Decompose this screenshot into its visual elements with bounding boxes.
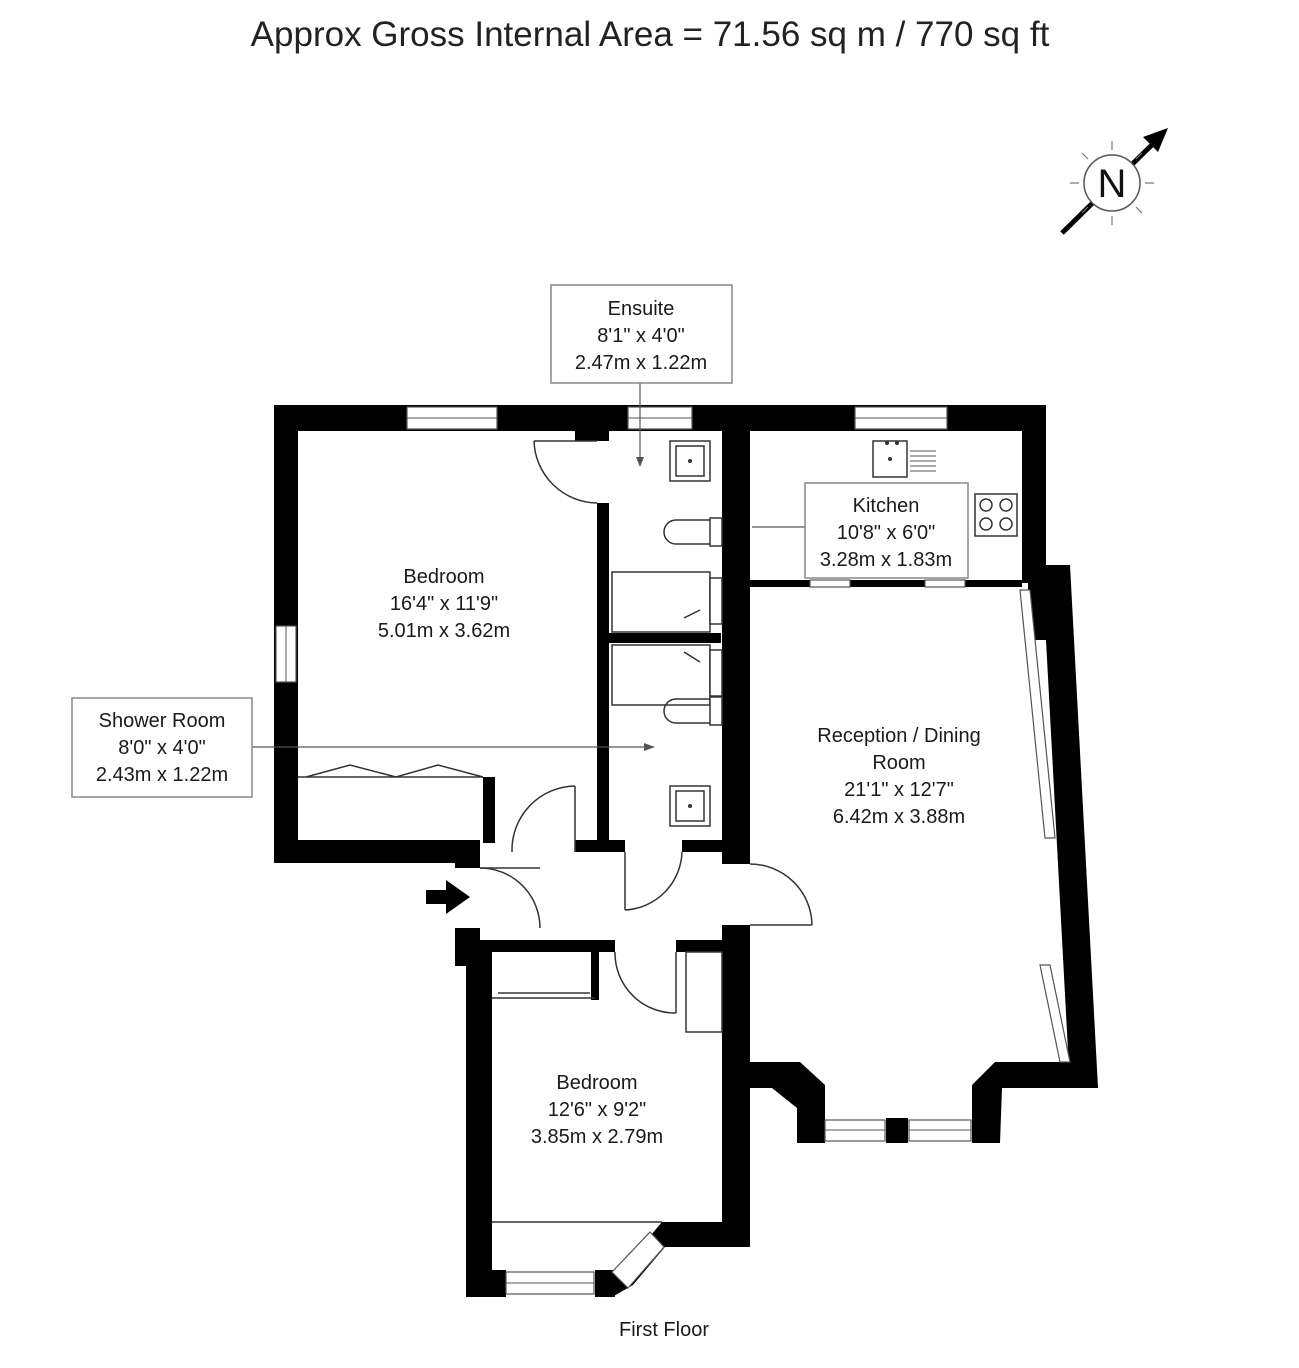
svg-text:Shower Room: Shower Room [99, 710, 226, 732]
svg-text:5.01m x 3.62m: 5.01m x 3.62m [378, 620, 510, 642]
svg-text:3.28m x 1.83m: 3.28m x 1.83m [820, 549, 952, 571]
svg-text:12'6" x 9'2": 12'6" x 9'2" [548, 1099, 647, 1121]
svg-text:2.43m x 1.22m: 2.43m x 1.22m [96, 764, 228, 786]
svg-text:8'1" x 4'0": 8'1" x 4'0" [597, 325, 684, 347]
svg-text:Ensuite: Ensuite [608, 298, 675, 320]
svg-text:21'1" x 12'7": 21'1" x 12'7" [844, 779, 954, 801]
svg-text:Bedroom: Bedroom [403, 566, 484, 588]
north-arrow-icon: N [1060, 128, 1168, 235]
doors [479, 440, 813, 1014]
kitchen-label: Kitchen 10'8" x 6'0" 3.28m x 1.83m [804, 482, 969, 579]
fixtures [298, 440, 1018, 1223]
svg-text:6.42m x 3.88m: 6.42m x 3.88m [833, 806, 965, 828]
svg-text:2.47m x 1.22m: 2.47m x 1.22m [575, 352, 707, 374]
bedroom2-label: Bedroom 12'6" x 9'2" 3.85m x 2.79m [531, 1072, 663, 1148]
area-title: Approx Gross Internal Area = 71.56 sq m … [251, 15, 1050, 54]
leader-lines [252, 383, 805, 751]
shower-room-label: Shower Room 8'0" x 4'0" 2.43m x 1.22m [71, 697, 253, 798]
bedroom1-label: Bedroom 16'4" x 11'9" 5.01m x 3.62m [378, 566, 510, 642]
svg-text:Bedroom: Bedroom [556, 1072, 637, 1094]
svg-text:16'4" x 11'9": 16'4" x 11'9" [390, 593, 498, 615]
svg-text:10'8" x 6'0": 10'8" x 6'0" [837, 522, 936, 544]
svg-text:Kitchen: Kitchen [853, 495, 920, 517]
svg-text:Reception / Dining: Reception / Dining [817, 725, 980, 747]
entrance-arrow-icon [426, 880, 470, 914]
svg-text:8'0" x 4'0": 8'0" x 4'0" [118, 737, 205, 759]
svg-text:3.85m x 2.79m: 3.85m x 2.79m [531, 1126, 663, 1148]
reception-label: Reception / Dining Room 21'1" x 12'7" 6.… [817, 725, 980, 828]
ensuite-label: Ensuite 8'1" x 4'0" 2.47m x 1.22m [550, 284, 733, 384]
walls [274, 405, 1098, 1297]
windows [275, 406, 1071, 1295]
svg-text:Room: Room [872, 752, 925, 774]
compass-letter: N [1098, 162, 1127, 206]
floor-label: First Floor [619, 1319, 709, 1341]
